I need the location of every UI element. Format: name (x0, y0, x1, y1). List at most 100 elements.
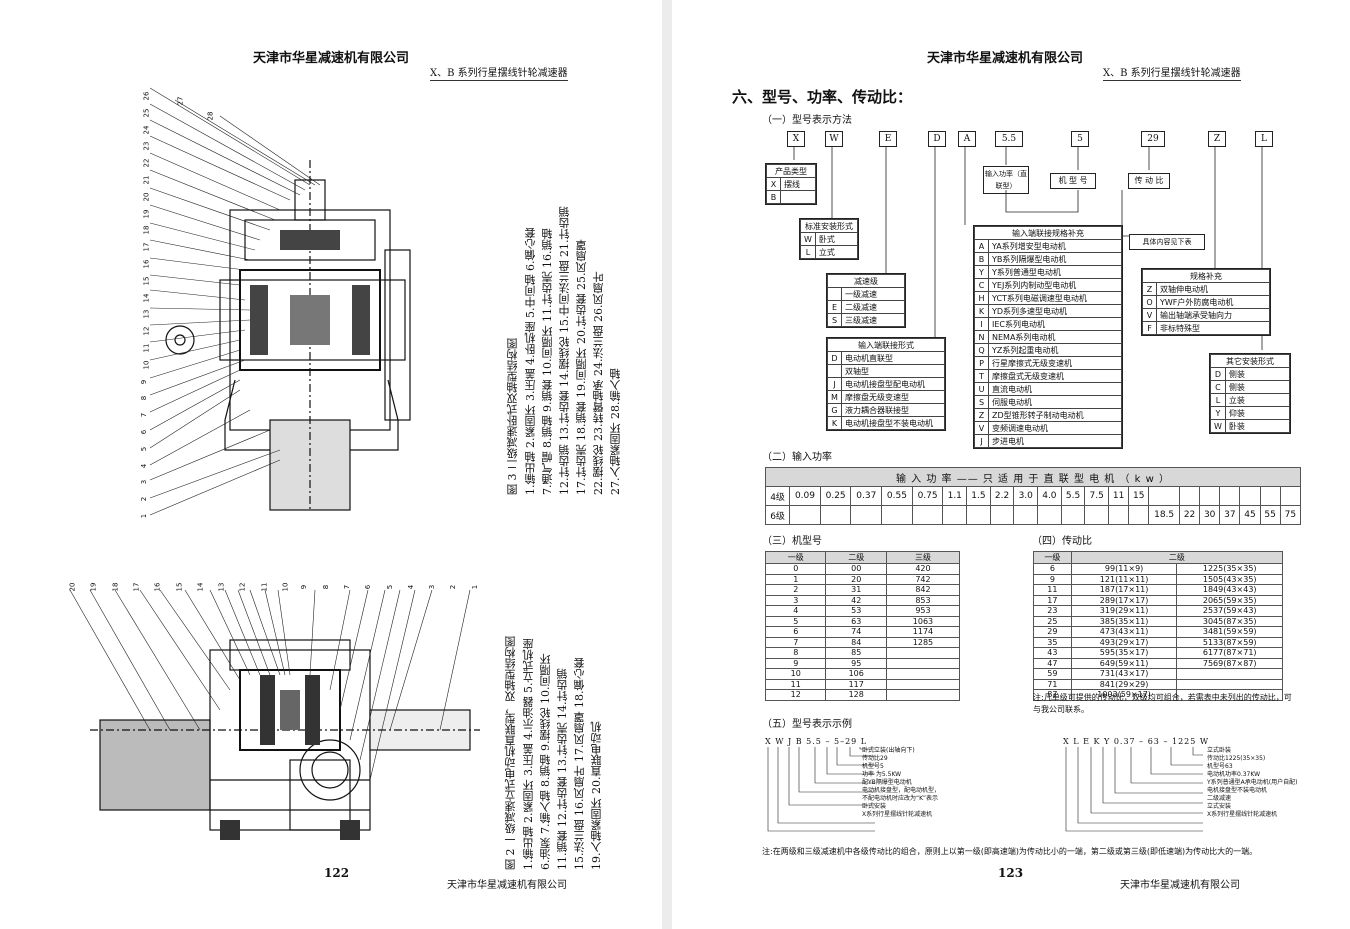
fig3-label-24: 24 (142, 125, 151, 135)
fig2-label-12: 12 (238, 582, 247, 592)
example-line: 配YB隔爆型电动机 (862, 779, 912, 786)
fig3-label-21: 21 (142, 175, 151, 185)
tbl-mount-code: W (800, 232, 816, 246)
power-cell: 75 (1279, 505, 1302, 525)
tbl-input-conn-code: J (827, 377, 842, 391)
subsection-model-notation: （一）型号表示方法 (762, 115, 852, 126)
table-cell: 59 (1033, 668, 1072, 680)
table-cell: 6 (764, 626, 827, 638)
example-line: 电动机接盘型，配电动机型， (862, 787, 941, 794)
fig3-parts-line-2: 7.通气帽 8.销轴 9.销套 10.间隔环 11.针齿壳 16.销轴 (541, 228, 554, 495)
power-row-label: 6级 (764, 505, 791, 525)
table-cell: 1063 (885, 615, 961, 627)
power-cell (1219, 486, 1241, 506)
power-cell (911, 505, 944, 525)
table-cell: 493(29×17) (1070, 636, 1178, 648)
table-cell: 29 (1033, 626, 1072, 638)
table-header: 一级 (764, 551, 827, 564)
tbl-input-spec-desc: YA系列增安型电动机 (988, 239, 1122, 253)
tbl-stages-desc: 三级减速 (841, 313, 905, 327)
example-line: 二级减速 (1207, 795, 1232, 802)
tbl-input-spec-code: N (974, 330, 989, 344)
example1-lines (767, 747, 875, 832)
table-cell: 187(17×11) (1070, 584, 1178, 596)
power-cell: 0.55 (881, 486, 913, 506)
table-cell: 6 (1033, 563, 1072, 575)
fig3-label-5: 5 (140, 446, 149, 452)
tbl-stages-desc: 二级减速 (841, 300, 905, 314)
fig2-label-9: 9 (300, 584, 309, 590)
left-page-footer: 天津市华星减速机有限公司 (447, 880, 567, 891)
tbl-input-conn-desc: 液力耦合器联接型 (841, 403, 945, 417)
tbl-input-conn-code (827, 364, 842, 378)
power-cell: 7.5 (1084, 486, 1110, 506)
fig2-label-11: 11 (260, 582, 269, 592)
table-cell: 6177(87×71) (1176, 647, 1283, 659)
fig2-caption: 图 2 一级减速立式电动机直联型，双轴型结构图 (504, 636, 517, 870)
power-cell: 1.1 (942, 486, 968, 506)
fig2-label-18: 18 (111, 582, 120, 592)
example-line: 卧式安装 (862, 803, 887, 810)
tbl-input-conn-title: 输入端联接形式 (827, 338, 945, 352)
power-cell: 15 (1128, 486, 1150, 506)
table-cell: 9 (1033, 573, 1072, 585)
table-cell: 53 (825, 605, 887, 617)
table-cell: 00 (825, 563, 887, 575)
table-cell (885, 668, 961, 680)
fig3-label-27: 27 (176, 96, 185, 106)
right-page-subtitle: X、B 系列行星摆线针轮减速器 (1103, 64, 1241, 81)
tbl-product-desc (780, 190, 816, 204)
fig2-parts-line-4: 15.法兰盘 16.风扇叶 17.风扇罩 18.偏心套 (573, 657, 586, 870)
example-line: Y系列普通型A承电动机(用户自配) (1207, 779, 1298, 786)
fig3-drawing (149, 87, 411, 516)
table-cell: 71 (1033, 678, 1072, 690)
power-cell: 37 (1219, 505, 1241, 525)
tbl-spec-add-desc: 非标特殊型 (1156, 321, 1270, 335)
tbl-input-spec-desc: IEC系列电动机 (988, 317, 1122, 331)
fig3-label-20: 20 (142, 192, 151, 202)
example2-lines (1065, 747, 1203, 832)
table-cell: 5 (764, 615, 827, 627)
table-cell (1176, 668, 1283, 680)
fig3-label-19: 19 (142, 209, 151, 219)
power-cell: 1.5 (966, 486, 991, 506)
tbl-input-spec-code: A (974, 239, 989, 253)
power-cell: 4.0 (1037, 486, 1062, 506)
example-line: 传动比1225(35×35) (1207, 755, 1266, 762)
table-cell: 85 (825, 647, 887, 659)
ratio-note: 注:凡单级可提供的传动比，双级均可组合，若需表中未列出的传动比，可与我公司联系。 (1033, 693, 1292, 714)
power-cell (1108, 505, 1130, 525)
tbl-mount-desc: 卧式 (814, 232, 859, 246)
example-line: 卧式立装(出轴向下) (862, 747, 915, 754)
tbl-input-spec-code: Z (974, 408, 989, 422)
power-row-label: 4级 (764, 486, 791, 506)
fig2-label-4: 4 (407, 584, 416, 590)
table-cell: 1174 (885, 626, 961, 638)
tbl-other-mount-title: 其它安装形式 (1210, 354, 1290, 368)
table-cell: 385(35×11) (1070, 615, 1178, 627)
power-cell (1199, 486, 1221, 506)
power-cell: 2.2 (989, 486, 1015, 506)
tbl-spec-add-desc: 输出轴端承受轴向力 (1156, 308, 1270, 322)
fig3-parts-line-5: 22.摆线轮 23.转臂轴承 24.法兰盘 26.风扇叶 (592, 271, 605, 495)
table-cell: 25 (1033, 615, 1072, 627)
tbl-spec-add-code: F (1142, 321, 1157, 335)
subsection-input-power: （二）输入功率 (762, 452, 832, 463)
power-cell: 45 (1239, 505, 1261, 525)
right-page-title: 天津市华星减速机有限公司 (927, 51, 1084, 66)
table-cell: 7 (764, 636, 827, 648)
tbl-stages-code (827, 287, 842, 301)
subsection-frame-number: （三）机型号 (762, 536, 822, 547)
